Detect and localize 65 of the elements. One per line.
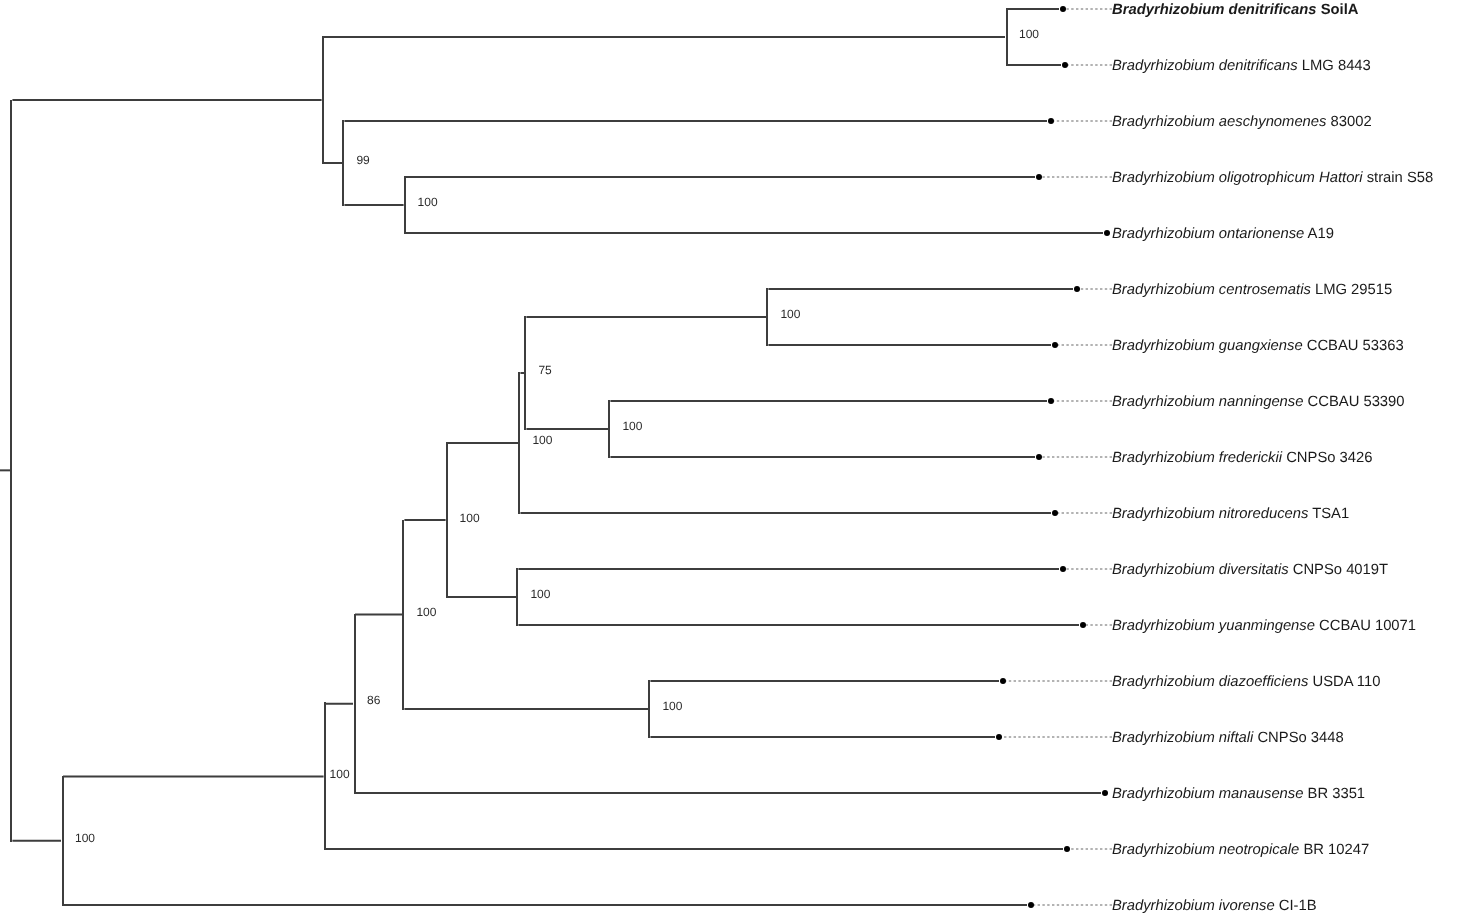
- branch-line: [322, 162, 344, 164]
- branch-line: [343, 204, 405, 206]
- branch-line: [11, 99, 323, 101]
- dotted-line: [1040, 176, 1113, 178]
- branch-line: [324, 848, 1064, 850]
- branch-line: [446, 442, 520, 444]
- branch-line: [354, 792, 1102, 794]
- dot-icon: [1047, 398, 1053, 404]
- branch-line: [446, 596, 518, 598]
- dotted-line: [1056, 344, 1113, 346]
- dot-icon: [1035, 174, 1041, 180]
- dotted-line: [1066, 64, 1113, 66]
- dotted-line: [1004, 680, 1113, 682]
- dot-icon: [1035, 454, 1041, 460]
- dot-icon: [1101, 790, 1107, 796]
- branch-line: [767, 288, 1074, 290]
- branch-line: [649, 736, 996, 738]
- dotted-line: [1032, 904, 1113, 906]
- branch-line: [62, 775, 325, 778]
- branch-line: [517, 624, 1080, 626]
- branch-line: [609, 456, 1036, 458]
- branch-line: [519, 372, 526, 374]
- branch-line: [1006, 64, 1062, 66]
- branch-line: [324, 702, 354, 705]
- dotted-line: [1040, 456, 1113, 458]
- dotted-line: [1000, 736, 1113, 738]
- dotted-line: [1064, 568, 1113, 570]
- branch-line: [0, 469, 12, 472]
- branch-line: [517, 568, 1060, 570]
- branch-line: [404, 232, 1104, 234]
- dot-icon: [999, 678, 1005, 684]
- branch-line: [11, 839, 62, 842]
- branch-line: [343, 120, 1048, 122]
- branch-line: [1006, 8, 1060, 10]
- dot-icon: [1059, 6, 1065, 12]
- dotted-line: [1078, 288, 1113, 290]
- dot-icon: [1051, 342, 1057, 348]
- branch-line: [403, 708, 650, 710]
- branch-line: [649, 680, 1000, 682]
- branch-line: [525, 316, 768, 318]
- branch-line: [519, 512, 1052, 514]
- branch-line: [404, 176, 1036, 178]
- dot-icon: [1073, 286, 1079, 292]
- dot-icon: [1059, 566, 1065, 572]
- dotted-line: [1052, 120, 1113, 122]
- dotted-line: [1056, 512, 1113, 514]
- branch-line: [525, 428, 610, 430]
- dot-icon: [1061, 62, 1067, 68]
- branch-line: [322, 36, 1006, 38]
- branch-line: [767, 344, 1052, 346]
- dot-icon: [1103, 230, 1109, 236]
- branch-line: [62, 904, 1028, 906]
- dotted-line: [1084, 624, 1113, 626]
- dot-icon: [1063, 846, 1069, 852]
- branch-line: [403, 519, 447, 521]
- dot-icon: [1079, 622, 1085, 628]
- dot-icon: [995, 734, 1001, 740]
- dotted-line: [1064, 8, 1113, 10]
- branch-line: [609, 400, 1048, 402]
- dot-icon: [1047, 118, 1053, 124]
- dotted-line: [1068, 848, 1113, 850]
- branch-line: [354, 613, 404, 616]
- dot-icon: [1027, 902, 1033, 908]
- dotted-line: [1052, 400, 1113, 402]
- dot-icon: [1051, 510, 1057, 516]
